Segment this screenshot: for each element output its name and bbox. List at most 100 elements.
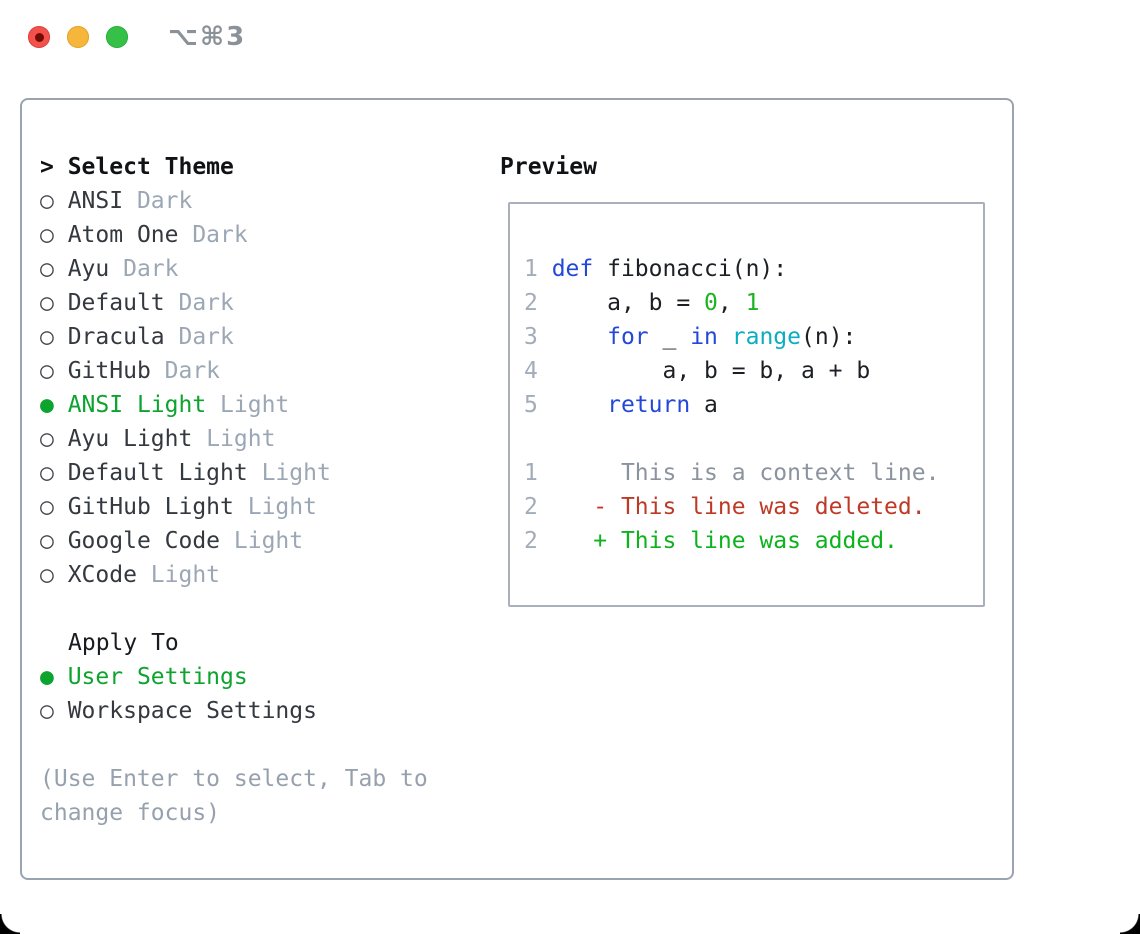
theme-option[interactable]: ○ Atom One Dark: [40, 218, 428, 252]
line-number: 2: [524, 528, 552, 554]
theme-option-variant: Light: [220, 392, 290, 418]
code-content: def fibonacci(n):: [552, 256, 787, 282]
theme-option-name: ANSI: [67, 188, 137, 214]
window-shortcut-label: ⌥⌘3: [168, 22, 247, 52]
titlebar: [28, 26, 128, 48]
apply-to-option-name: Workspace Settings: [67, 698, 317, 724]
code-token: a: [690, 392, 718, 418]
theme-option-variant: Light: [150, 562, 221, 588]
code-token: range: [731, 324, 801, 350]
theme-option-variant: Dark: [178, 290, 234, 316]
code-token: a, b =: [551, 290, 705, 316]
code-token: [718, 324, 732, 350]
line-number: 5: [524, 392, 552, 418]
apply-to-list: ● User Settings ○ Workspace Settings: [40, 660, 428, 728]
code-token: (n):: [801, 324, 857, 350]
code-token: This is a context line.: [551, 460, 940, 486]
unsaved-changes-dot: [34, 32, 44, 42]
theme-option[interactable]: ○ Ayu Light Light: [40, 422, 428, 456]
help-text: (Use Enter to select, Tab to change focu…: [40, 762, 428, 830]
code-content: a, b = b, a + b: [552, 358, 870, 384]
code-line: 1 This is a context line.: [524, 456, 983, 490]
theme-option-name: ANSI Light: [67, 392, 221, 418]
theme-option[interactable]: ○ Default Light Light: [40, 456, 428, 490]
zoom-button[interactable]: [106, 26, 128, 48]
line-number: 2: [524, 290, 552, 316]
select-theme-title-text: Select Theme: [67, 154, 234, 180]
code-token: 1: [745, 290, 760, 316]
preview-title: Preview: [500, 154, 597, 180]
theme-option-name: Ayu: [67, 256, 124, 282]
theme-option-variant: Light: [261, 460, 331, 486]
apply-to-option[interactable]: ○ Workspace Settings: [40, 694, 428, 728]
theme-option-variant: Dark: [136, 188, 193, 214]
theme-column: > Select Theme ○ ANSI Dark ○ Atom One Da…: [40, 150, 428, 830]
code-token: in: [690, 324, 718, 350]
theme-option-name: Atom One: [67, 222, 193, 248]
theme-option[interactable]: ○ Ayu Dark: [40, 252, 428, 286]
help-text-line-2: change focus): [40, 800, 221, 826]
code-line: 3 for _ in range(n):: [524, 320, 983, 354]
window-corner-bottom-left: [0, 914, 20, 934]
code-token: _: [648, 324, 691, 350]
code-token: [552, 392, 607, 418]
help-text-line-1: (Use Enter to select, Tab to: [40, 766, 428, 792]
radio-icon: ○: [40, 426, 68, 452]
window-corner-bottom-right: [1120, 914, 1140, 934]
code-token: - This line was deleted.: [551, 494, 926, 520]
theme-option[interactable]: ○ XCode Light: [40, 558, 428, 592]
code-line: 2 a, b = 0, 1: [524, 286, 983, 320]
theme-option[interactable]: ○ GitHub Dark: [40, 354, 428, 388]
code-line: 2 + This line was added.: [524, 524, 983, 558]
theme-option-name: Ayu Light: [67, 426, 207, 452]
code-content: - This line was deleted.: [551, 494, 926, 520]
minimize-button[interactable]: [67, 26, 89, 48]
theme-option[interactable]: ○ Dracula Dark: [40, 320, 428, 354]
theme-option-variant: Dark: [192, 222, 248, 248]
spacer: [40, 728, 428, 762]
theme-option[interactable]: ○ Default Dark: [40, 286, 428, 320]
code-token: fibonacci(n):: [593, 256, 788, 282]
code-content: + This line was added.: [552, 528, 898, 554]
code-token: [552, 324, 607, 350]
radio-icon: ●: [40, 392, 68, 418]
radio-icon: ○: [40, 358, 68, 384]
radio-icon: ○: [40, 256, 68, 282]
apply-to-option-name: User Settings: [67, 664, 248, 690]
radio-icon: ○: [40, 188, 68, 214]
theme-option[interactable]: ○ ANSI Dark: [40, 184, 428, 218]
radio-icon: ○: [40, 528, 68, 554]
radio-icon: ●: [40, 664, 68, 690]
code-line: 2 - This line was deleted.: [524, 490, 983, 524]
code-content: for _ in range(n):: [552, 324, 857, 350]
theme-option[interactable]: ○ Google Code Light: [40, 524, 428, 558]
code-line: 1 def fibonacci(n):: [524, 252, 983, 286]
theme-option[interactable]: ○ GitHub Light Light: [40, 490, 428, 524]
theme-option-name: Dracula: [67, 324, 179, 350]
line-number: 2: [524, 494, 552, 520]
code-line: 4 a, b = b, a + b: [524, 354, 983, 388]
theme-option-name: Default Light: [67, 460, 262, 486]
code-token: + This line was added.: [551, 528, 898, 554]
radio-icon: ○: [40, 222, 68, 248]
apply-to-option[interactable]: ● User Settings: [40, 660, 428, 694]
radio-icon: ○: [40, 494, 68, 520]
radio-icon: ○: [40, 698, 68, 724]
radio-icon: ○: [40, 460, 68, 486]
theme-option-name: Default: [67, 290, 179, 316]
theme-option-name: GitHub Light: [67, 494, 248, 520]
theme-list: ○ ANSI Dark ○ Atom One Dark ○ Ayu Dark ○…: [40, 184, 428, 592]
line-number: 3: [524, 324, 552, 350]
radio-icon: ○: [40, 562, 68, 588]
theme-option-variant: Light: [247, 494, 317, 520]
close-button[interactable]: [28, 26, 50, 48]
code-line: 5 return a: [524, 388, 983, 422]
code-token: ,: [717, 290, 746, 316]
line-number: 1: [524, 256, 552, 282]
line-number: [524, 426, 552, 452]
theme-option-name: XCode: [67, 562, 151, 588]
theme-option[interactable]: ● ANSI Light Light: [40, 388, 428, 422]
theme-option-name: GitHub: [67, 358, 165, 384]
code-preview: 1 def fibonacci(n): 2 a, b = 0, 1 3 for …: [510, 204, 983, 558]
